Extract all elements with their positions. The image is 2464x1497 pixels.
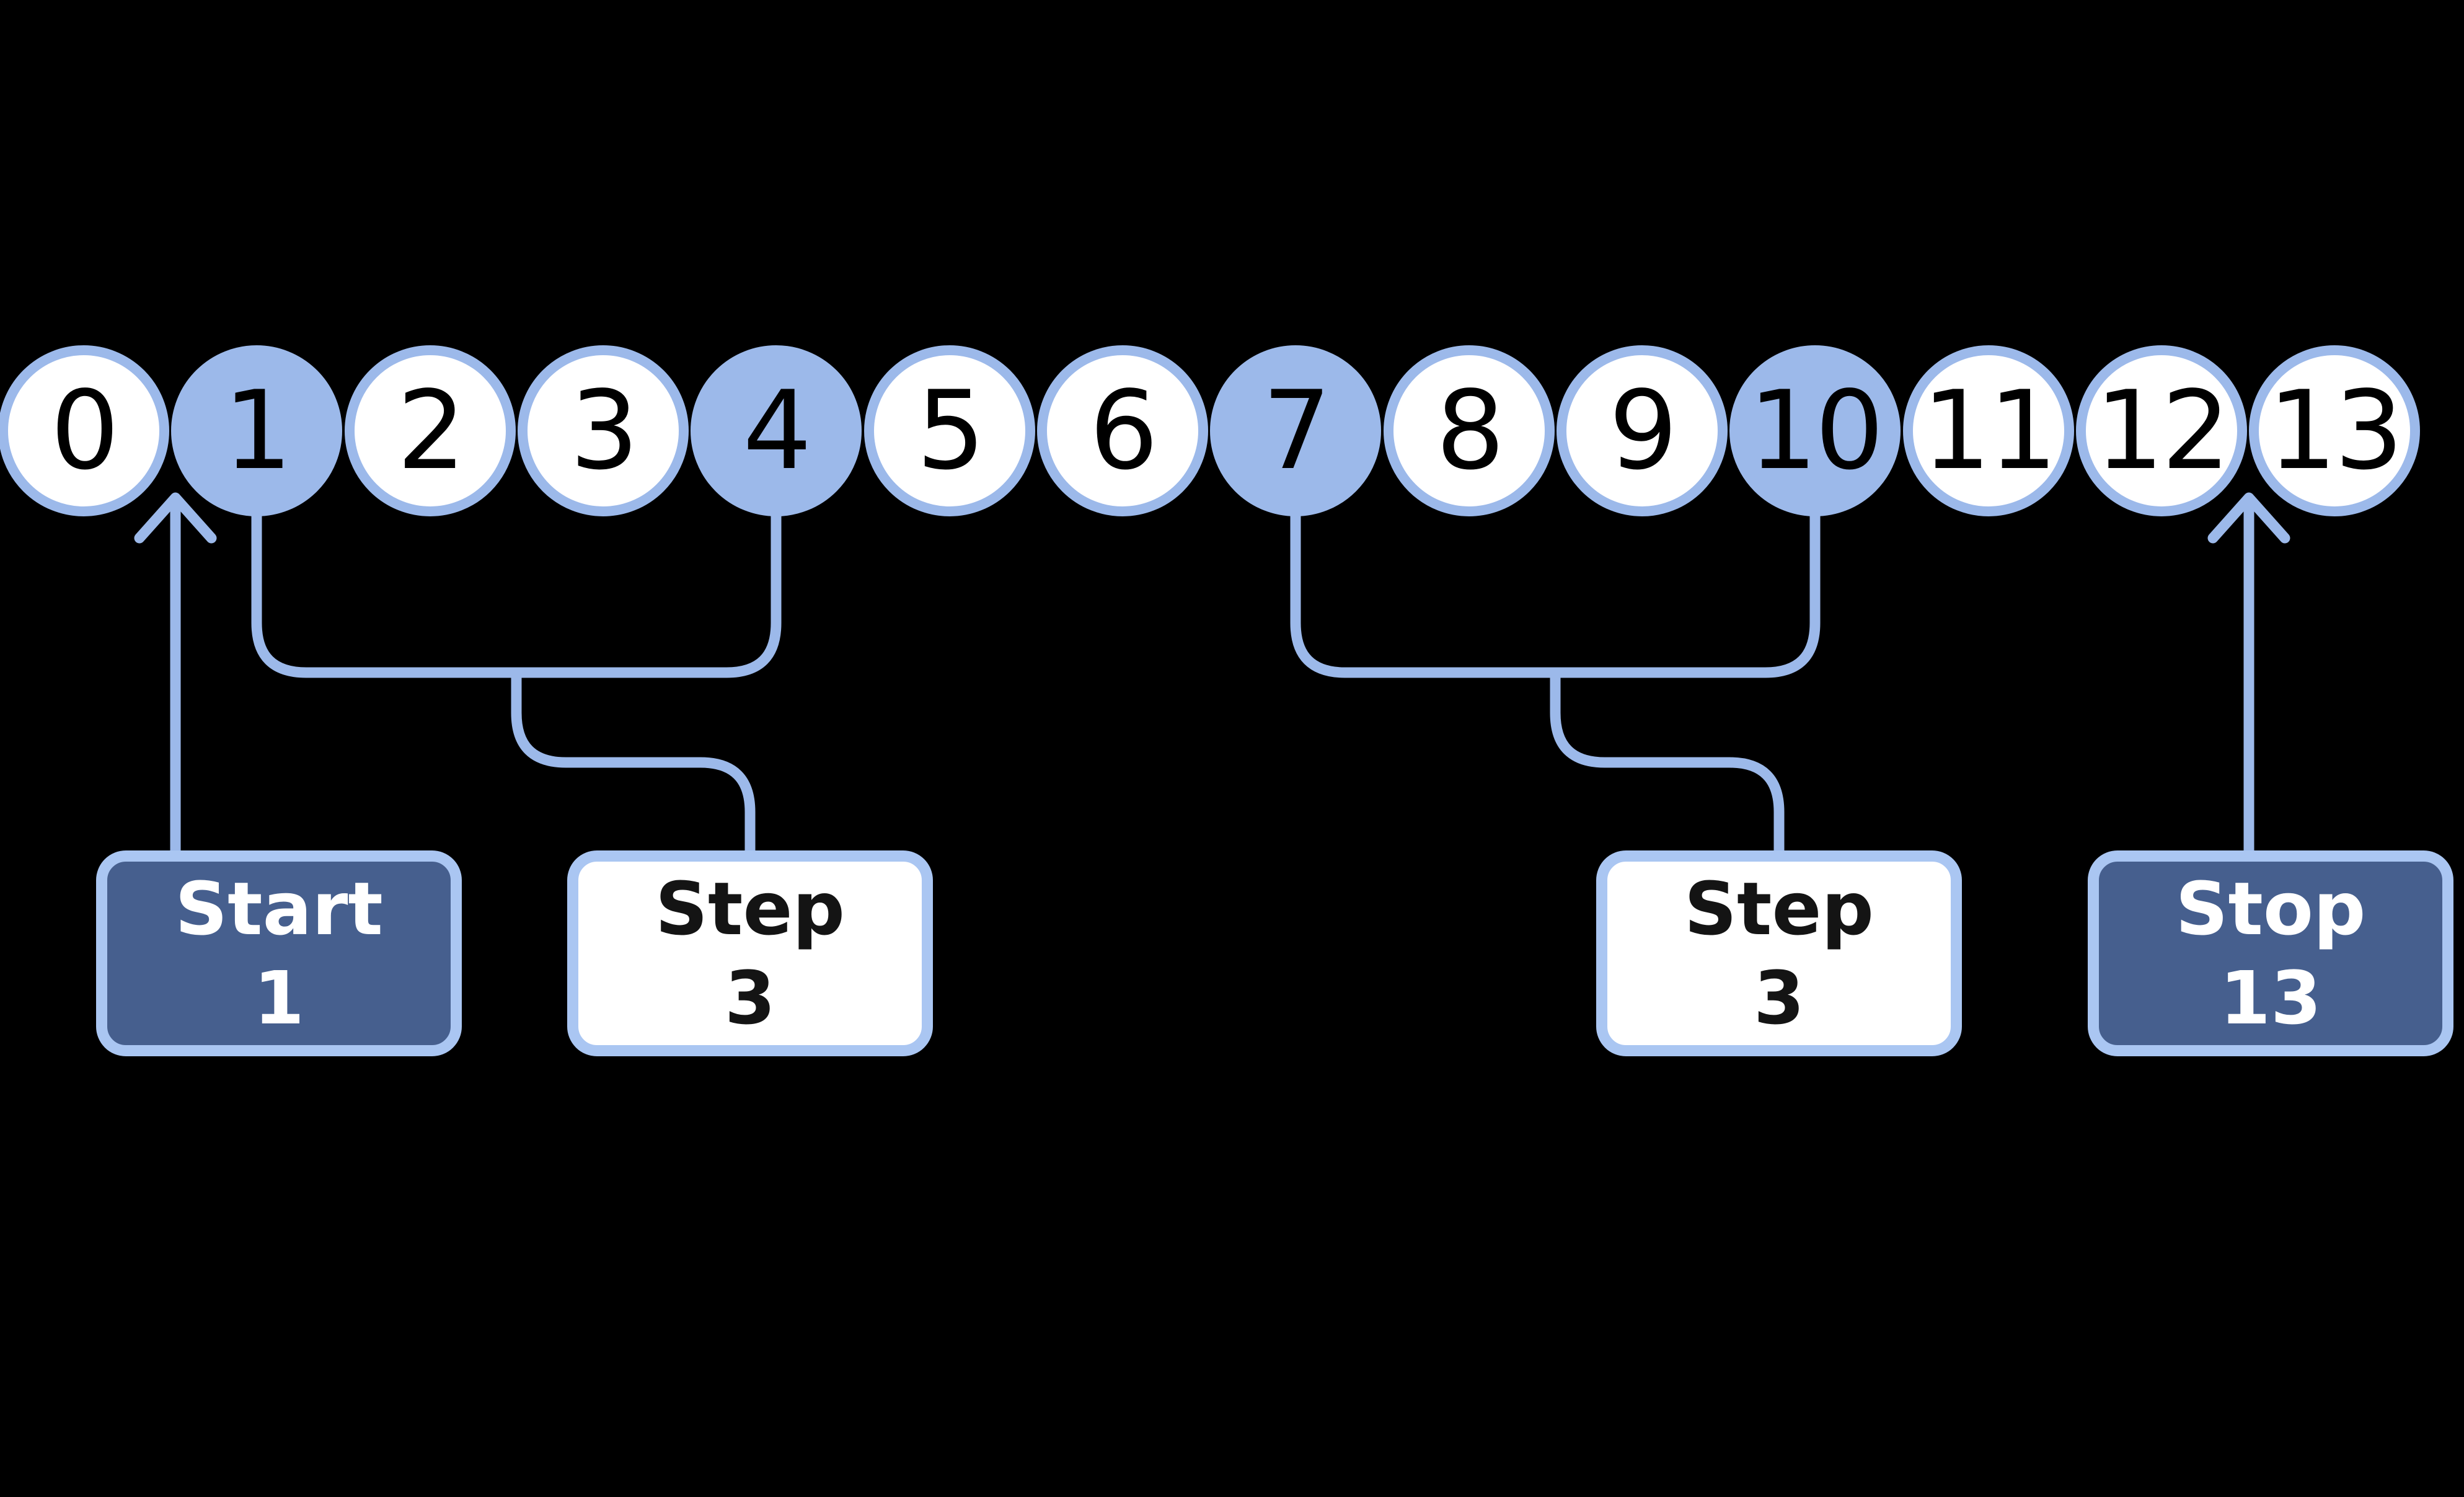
number-label: 11 — [1922, 368, 2058, 494]
stop-box-value: 13 — [2219, 955, 2322, 1041]
number-circle-5: 5 — [864, 345, 1035, 516]
number-circle-11: 11 — [1903, 345, 2074, 516]
number-label: 12 — [2095, 368, 2231, 494]
number-label: 6 — [1089, 368, 1158, 494]
number-circle-10: 10 — [1729, 345, 1901, 516]
number-circle-8: 8 — [1384, 345, 1555, 516]
step-box-left-value: 3 — [724, 955, 776, 1041]
number-circle-6: 6 — [1037, 345, 1208, 516]
number-circle-3: 3 — [518, 345, 689, 516]
step-connector-right — [1550, 667, 1785, 860]
step-box-right: Step 3 — [1596, 850, 1962, 1056]
number-label: 3 — [570, 368, 638, 494]
number-label: 5 — [916, 368, 985, 494]
step-connector-left — [511, 667, 756, 860]
number-circle-1: 1 — [171, 345, 342, 516]
step-box-right-title: Step — [1684, 866, 1874, 952]
start-box-title: Start — [175, 866, 383, 952]
number-circle-7: 7 — [1210, 345, 1381, 516]
bracket-1-to-4 — [251, 503, 782, 678]
number-circle-12: 12 — [2076, 345, 2247, 516]
number-label: 7 — [1262, 368, 1331, 494]
number-label: 9 — [1609, 368, 1677, 494]
start-box: Start 1 — [96, 850, 462, 1056]
stop-arrow-head — [2207, 492, 2290, 544]
number-label: 8 — [1436, 368, 1504, 494]
step-box-left: Step 3 — [567, 850, 933, 1056]
number-circle-9: 9 — [1557, 345, 1728, 516]
number-circle-4: 4 — [691, 345, 862, 516]
number-label: 10 — [1748, 368, 1884, 494]
step-box-right-value: 3 — [1753, 955, 1805, 1041]
number-label: 1 — [223, 368, 292, 494]
number-circle-2: 2 — [345, 345, 516, 516]
stop-box: Stop 13 — [2088, 850, 2453, 1056]
number-circle-13: 13 — [2249, 345, 2420, 516]
number-circle-0: 0 — [0, 345, 169, 516]
number-label: 0 — [50, 368, 119, 494]
number-label: 4 — [743, 368, 811, 494]
number-label: 13 — [2267, 368, 2404, 494]
bracket-7-to-10 — [1290, 503, 1821, 678]
start-arrow-head — [134, 492, 217, 544]
step-box-left-title: Step — [655, 866, 845, 952]
start-box-value: 1 — [253, 955, 305, 1041]
stop-box-title: Stop — [2175, 866, 2366, 952]
number-label: 2 — [397, 368, 466, 494]
